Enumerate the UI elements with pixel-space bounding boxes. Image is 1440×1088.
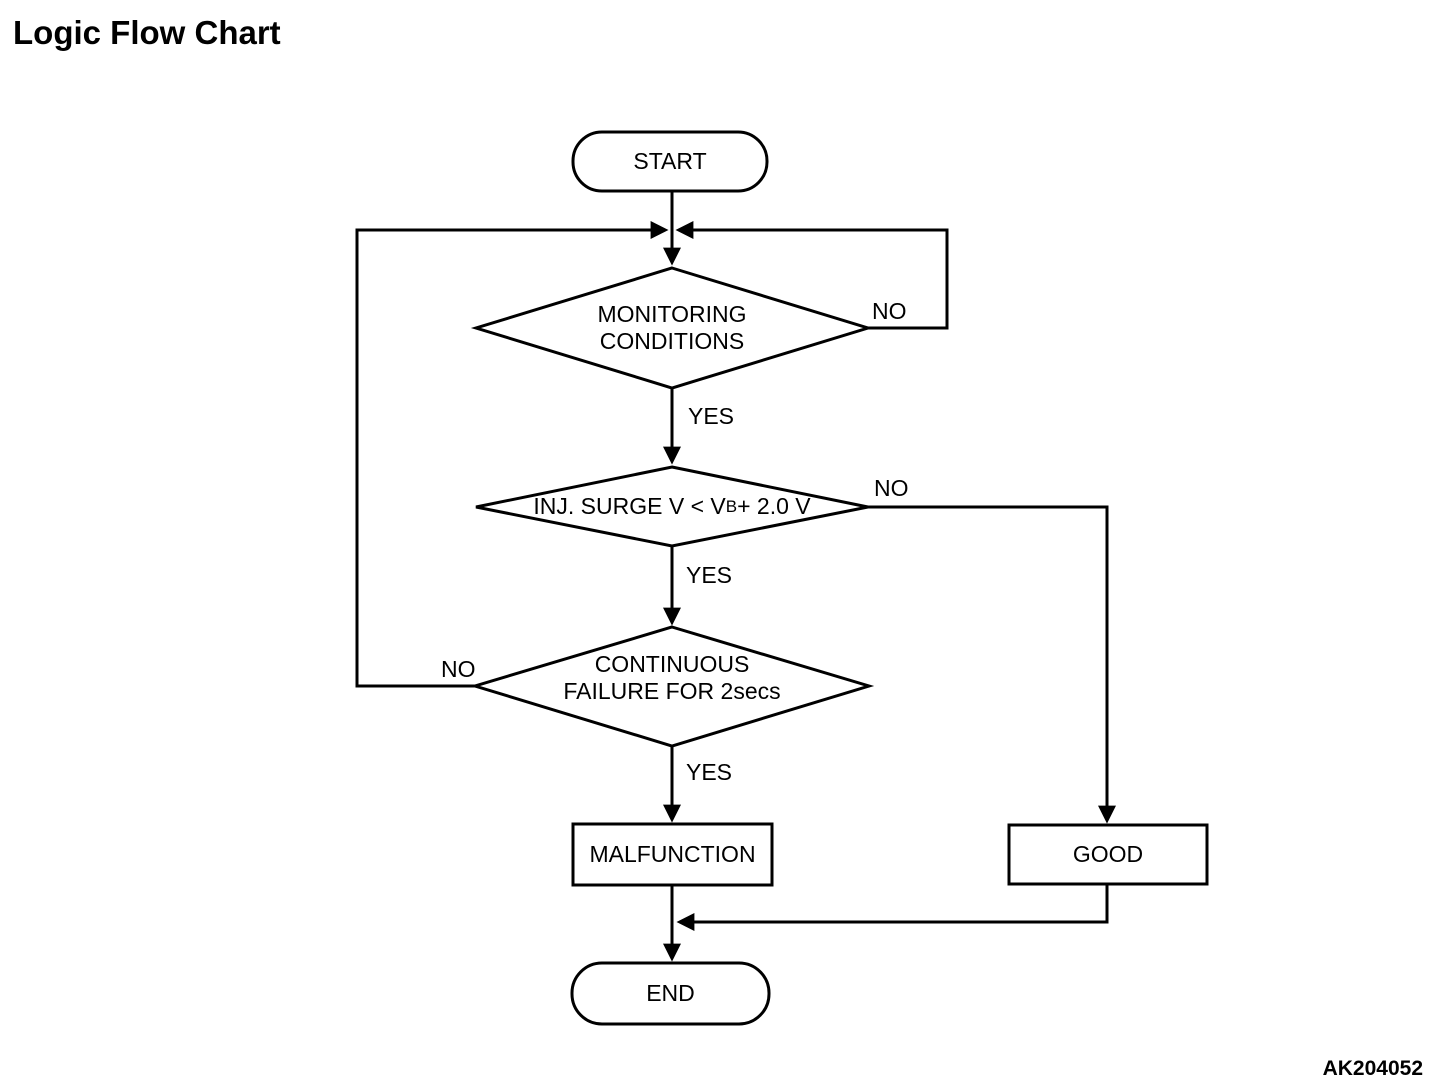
injsurge-decision-shape bbox=[475, 465, 869, 548]
monitoring-no-label: NO bbox=[872, 298, 907, 324]
monitoring-label-line1: MONITORING bbox=[597, 301, 747, 327]
monitoring-label-line2: CONDITIONS bbox=[599, 328, 745, 354]
figure-code: AK204052 bbox=[1322, 1057, 1423, 1080]
continuous-label-line1: CONTINUOUS bbox=[594, 651, 750, 677]
injsurge-no-label: NO bbox=[874, 475, 909, 501]
malfunction-node-label: MALFUNCTION bbox=[589, 841, 756, 867]
start-node-label: START bbox=[633, 148, 707, 174]
injsurge-yes-label: YES bbox=[686, 562, 733, 588]
edge-good-to-end-join bbox=[676, 884, 1109, 931]
monitoring-yes-label: YES bbox=[688, 403, 735, 429]
end-terminator-shape bbox=[570, 961, 771, 1026]
injsurge-label-subscript: B bbox=[725, 497, 738, 516]
start-terminator-shape bbox=[571, 130, 769, 193]
continuous-label-line2: FAILURE FOR 2secs bbox=[563, 678, 781, 704]
malfunction-process-shape bbox=[571, 822, 774, 887]
edge-continuous-no-loop bbox=[355, 221, 669, 688]
injsurge-label-pre: INJ. SURGE V < V bbox=[533, 493, 726, 519]
continuous-no-label: NO bbox=[441, 656, 476, 682]
edge-monitoring-no-loop bbox=[675, 221, 949, 330]
good-node-label: GOOD bbox=[1072, 841, 1144, 867]
monitoring-decision-shape bbox=[470, 266, 874, 390]
edge-injsurge-no-to-good bbox=[868, 505, 1116, 824]
continuous-decision-shape bbox=[469, 625, 875, 748]
injsurge-label-post: + 2.0 V bbox=[737, 493, 811, 519]
continuous-node-label: CONTINUOUS FAILURE FOR 2secs bbox=[475, 627, 869, 729]
end-node-label: END bbox=[646, 980, 695, 1006]
good-process-shape bbox=[1007, 823, 1209, 886]
continuous-yes-label: YES bbox=[686, 759, 733, 785]
monitoring-node-label: MONITORING CONDITIONS bbox=[476, 268, 868, 388]
page-title: Logic Flow Chart bbox=[13, 14, 281, 51]
